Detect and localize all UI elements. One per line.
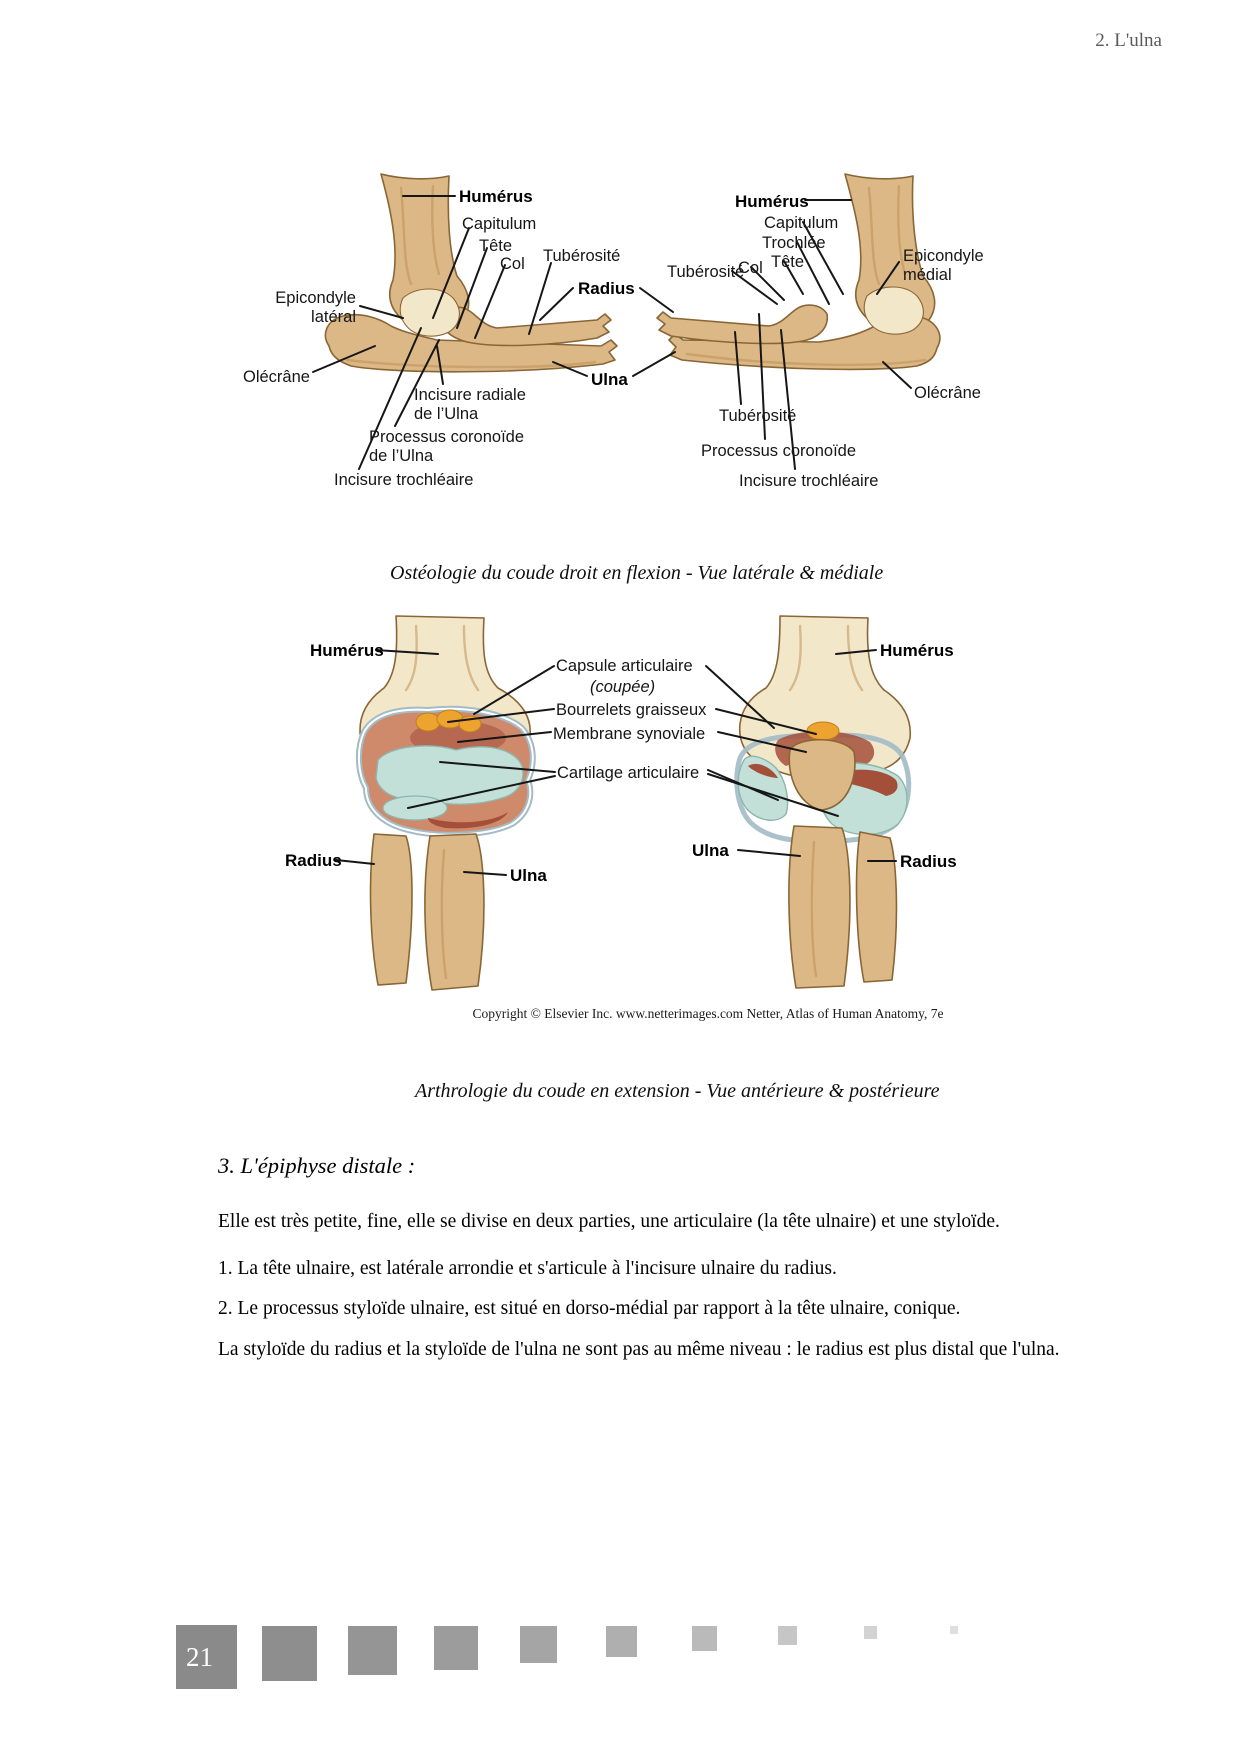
label-cartilage-articulaire: Cartilage articulaire: [557, 764, 700, 782]
footer-square: [520, 1626, 557, 1663]
label-capitulum-lateral: Capitulum: [462, 215, 537, 233]
paragraph: 2. Le processus styloïde ulnaire, est si…: [218, 1298, 961, 1319]
figure1-caption: Ostéologie du coude droit en flexion - V…: [390, 562, 884, 584]
label-radius-center: Radius: [578, 279, 635, 298]
footer-square: [348, 1626, 397, 1675]
label-capsule-coupee: (coupée): [590, 678, 656, 696]
footer-square: [692, 1626, 717, 1651]
label-tuberosite-medial-ulna: Tubérosité: [719, 407, 797, 425]
label-olecrane-lateral: Olécrâne: [243, 368, 310, 386]
label-humerus-medial: Humérus: [735, 192, 809, 211]
label-bourrelets-graisseux: Bourrelets graisseux: [556, 701, 707, 719]
footer-square: [434, 1626, 478, 1670]
footer-square: [778, 1626, 797, 1645]
label-ulna-anterior: Ulna: [510, 866, 547, 885]
medial-view: [656, 173, 941, 371]
label-epicondyle-medial: Epicondyle médial: [903, 247, 984, 285]
figure-elbow-arthrology: Humérus Capsule articulaire (coupée) Bou…: [278, 610, 978, 1030]
footer-square: [606, 1626, 637, 1657]
paragraph: 1. La tête ulnaire, est latérale arrondi…: [218, 1258, 837, 1279]
leader-lines: [312, 195, 912, 470]
elbow-flexion-illustration: [312, 173, 941, 470]
label-humerus-lateral: Humérus: [459, 187, 533, 206]
label-humerus-posterior: Humérus: [880, 641, 954, 660]
section-heading: 3. L'épiphyse distale :: [218, 1153, 416, 1178]
label-capsule-articulaire: Capsule articulaire: [556, 657, 693, 675]
footer-square: [864, 1626, 877, 1639]
page-number-box: 21: [176, 1625, 237, 1689]
label-membrane-synoviale: Membrane synoviale: [553, 725, 706, 743]
figure2-copyright: Copyright © Elsevier Inc. www.netterimag…: [472, 1006, 944, 1021]
label-col-medial: Col: [738, 259, 763, 277]
label-tete-lateral: Tête: [479, 237, 513, 255]
page-header: 2. L'ulna: [1095, 30, 1162, 51]
label-epicondyle-lateral: Epicondyle latéral: [275, 289, 356, 327]
figure2-caption: Arthrologie du coude en extension - Vue …: [415, 1080, 940, 1102]
label-incisure-trochleaire-medial: Incisure trochléaire: [739, 472, 879, 490]
label-trochlee: Trochlée: [762, 234, 826, 252]
posterior-view: [734, 615, 912, 989]
leader-lines: [335, 649, 897, 876]
label-tuberosite-medial-radius: Tubérosité: [667, 263, 745, 281]
label-incisure-trochleaire-lateral: Incisure trochléaire: [334, 471, 474, 489]
label-col-lateral: Col: [500, 255, 525, 273]
elbow-arthrology-illustration: [335, 615, 912, 991]
label-radius-anterior: Radius: [285, 851, 342, 870]
figure-elbow-flexion: Humérus Capitulum Tête Col Tubérosité Ep…: [235, 170, 1115, 515]
label-humerus-anterior: Humérus: [310, 641, 384, 660]
label-processus-coronoide-lateral: Processus coronoïde de l’Ulna: [369, 428, 525, 466]
label-olecrane-medial: Olécrâne: [914, 384, 981, 402]
footer-squares: [262, 1626, 1062, 1686]
label-tuberosite-lateral: Tubérosité: [543, 247, 621, 265]
label-processus-coronoide-medial: Processus coronoïde: [701, 442, 857, 460]
footer-square: [950, 1626, 958, 1634]
paragraph: La styloïde du radius et la styloïde de …: [218, 1339, 1060, 1360]
label-ulna-center: Ulna: [591, 370, 628, 389]
label-tete-medial: Tête: [771, 253, 805, 271]
paragraph: Elle est très petite, fine, elle se divi…: [218, 1211, 1000, 1232]
label-radius-posterior: Radius: [900, 852, 957, 871]
anterior-view: [356, 615, 536, 991]
label-incisure-radiale: Incisure radiale de l’Ulna: [414, 386, 526, 424]
footer-square: [262, 1626, 317, 1681]
label-ulna-posterior: Ulna: [692, 841, 729, 860]
label-capitulum-medial: Capitulum: [764, 214, 839, 232]
